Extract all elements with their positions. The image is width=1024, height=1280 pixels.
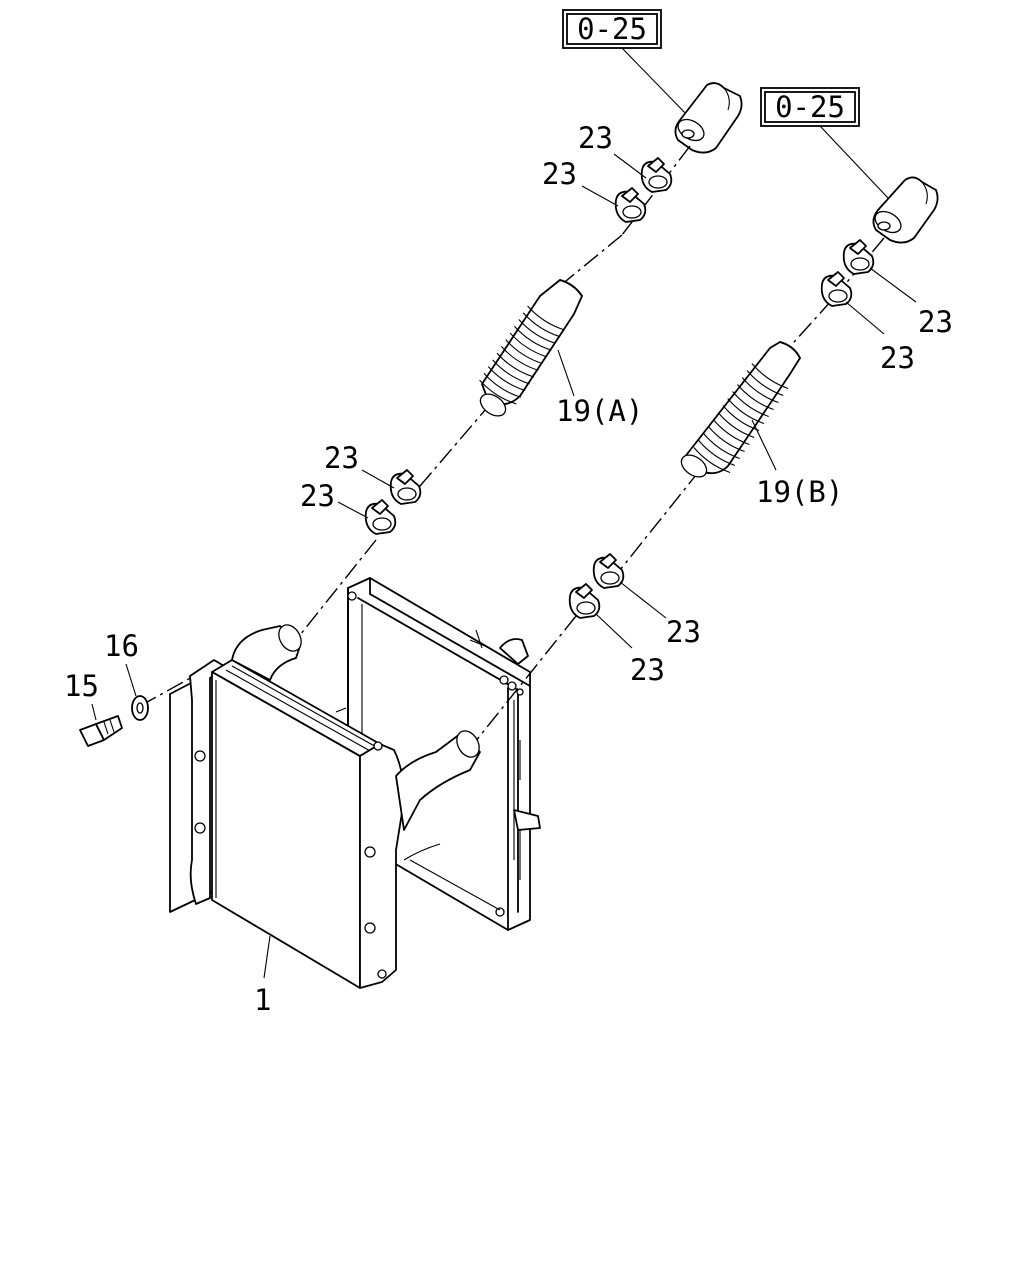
leader-clamp-a1 (613, 153, 647, 179)
centerline-b-bottom (474, 615, 577, 743)
centerline-a-low (407, 401, 493, 501)
label-clamp-a4: 23 (300, 479, 335, 513)
hose-19b-rib (732, 391, 769, 418)
hose-19a-rib (483, 372, 521, 398)
hose-19b-rib (707, 426, 745, 453)
clamp-b4 (568, 583, 601, 619)
hose-19b-rib (746, 370, 784, 397)
leader-clamp-b4 (595, 613, 633, 649)
label-hose-19a: 19(A) (556, 394, 643, 428)
label-part-16: 16 (104, 629, 139, 663)
hose-19a (479, 279, 583, 417)
hose-19a-rib (509, 332, 548, 358)
label-clamp-b1: 23 (918, 305, 953, 339)
leader-part-1 (263, 935, 271, 979)
hose-19b (680, 341, 801, 478)
hose-19b-rib (703, 433, 740, 460)
hose-19a-rib (518, 319, 556, 344)
washer-16 (131, 695, 149, 721)
clamp-a3 (389, 469, 422, 505)
clamp-b2 (820, 271, 853, 307)
clamp-b3 (592, 553, 625, 589)
bolt-15 (79, 715, 123, 747)
hose-19a-rib (514, 325, 552, 351)
clamp-b1 (842, 239, 875, 275)
label-hose-19b: 19(B) (756, 475, 843, 509)
label-clamp-b4: 23 (630, 653, 665, 687)
hose-19b-rib (698, 440, 736, 467)
intercooler (169, 624, 481, 989)
hose-19a-rib (492, 359, 530, 385)
label-part-15: 15 (64, 669, 99, 703)
reference-label-b: 0-25 (775, 90, 845, 124)
reference-box-b: 0-25 (760, 87, 860, 127)
hose-19a-rib (496, 352, 535, 378)
hose-19b-rib (717, 412, 755, 439)
leader-clamp-b1 (869, 267, 917, 303)
leader-clamp-a2 (581, 185, 619, 207)
clamp-a1 (640, 157, 673, 193)
centerline-a-mid (554, 234, 623, 291)
leader-hose-19a (557, 349, 575, 397)
hose-19a-rib (487, 366, 526, 392)
leader-clamp-a3 (361, 469, 395, 489)
hose-19a-rib (500, 346, 539, 371)
reference-box-a: 0-25 (562, 9, 662, 49)
leader-ref-b (819, 125, 889, 199)
label-clamp-a2: 23 (542, 157, 577, 191)
clamp-a4 (364, 499, 397, 535)
hose-19a-rib (479, 379, 517, 405)
leader-part-15 (91, 703, 97, 721)
hose-19b-rib (736, 384, 774, 411)
leader-part-16 (125, 663, 137, 697)
centerline-a-bottom (295, 539, 377, 641)
leader-hose-19b (751, 419, 777, 471)
clamp-a2 (614, 187, 647, 223)
hose-19b-rib (741, 377, 779, 404)
leader-clamp-b3 (619, 581, 667, 619)
label-clamp-a3: 23 (324, 441, 359, 475)
label-clamp-a1: 23 (578, 121, 613, 155)
pipe-stub-b (872, 176, 939, 244)
hose-19b-rib (722, 405, 760, 432)
hose-19a-rib (527, 305, 565, 331)
hose-19b-rib (727, 398, 765, 425)
leader-ref-a (621, 47, 691, 119)
hose-19b-rib (751, 363, 789, 390)
label-clamp-b3: 23 (666, 615, 701, 649)
pipe-stub-a (674, 82, 743, 154)
hose-19a-rib (522, 312, 561, 338)
reference-label-a: 0-25 (577, 12, 647, 46)
centerline-b-low (611, 469, 701, 581)
label-clamp-b2: 23 (880, 341, 915, 375)
leader-clamp-b2 (845, 301, 885, 335)
centerline-b-mid (784, 299, 833, 353)
hose-19a-rib (505, 339, 543, 365)
leader-clamp-a4 (337, 501, 369, 519)
hose-19b-rib (693, 447, 731, 474)
hose-19b-rib (712, 419, 750, 446)
label-part-1: 1 (254, 983, 271, 1017)
